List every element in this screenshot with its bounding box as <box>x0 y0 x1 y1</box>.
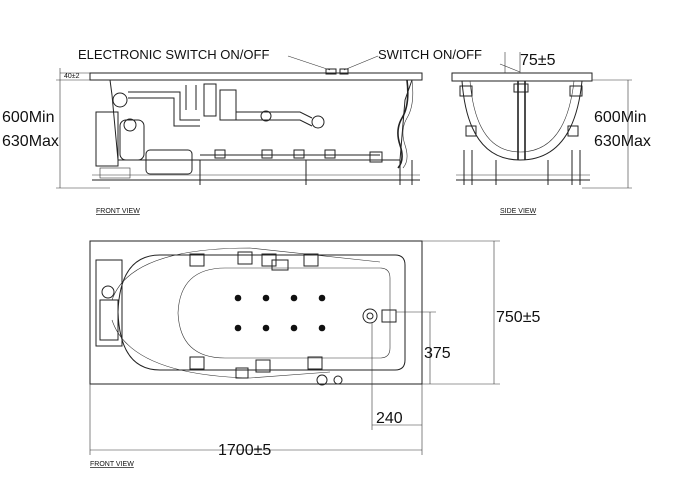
offset-dimension: 75±5 <box>520 52 556 69</box>
height-max-left: 630Max <box>2 133 59 150</box>
rim-note: 40±2 <box>64 73 80 80</box>
drain-offset-dimension: 240 <box>376 410 403 427</box>
electronic-switch-label: ELECTRONIC SWITCH ON/OFF <box>78 47 269 62</box>
front-view-label-bottom: FRONT VIEW <box>90 461 134 468</box>
height-min-right: 600Min <box>594 109 646 126</box>
width-dimension: 750±5 <box>496 309 540 326</box>
front-view-label-top: FRONT VIEW <box>96 208 140 215</box>
plan-view <box>89 240 500 455</box>
mid-dimension: 375 <box>424 345 451 362</box>
switch-label: SWITCH ON/OFF <box>378 47 482 62</box>
side-view-label: SIDE VIEW <box>500 208 537 215</box>
air-jets <box>234 294 326 332</box>
side-elevation <box>451 52 632 189</box>
front-elevation <box>56 55 423 189</box>
length-dimension: 1700±5 <box>218 442 271 459</box>
height-max-right: 630Max <box>594 133 651 150</box>
height-min-left: 600Min <box>2 109 54 126</box>
